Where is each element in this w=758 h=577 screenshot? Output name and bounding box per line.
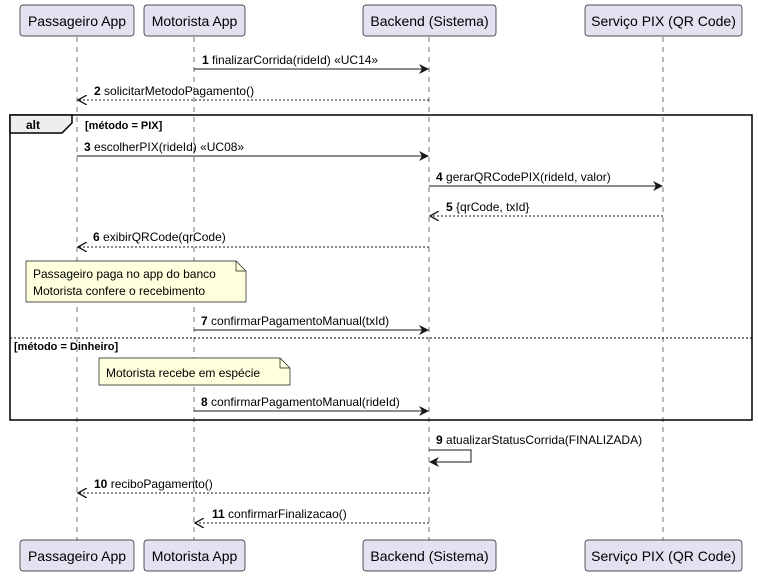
message-2: 2 solicitarMetodoPagamento() — [78, 84, 429, 100]
message-label: 10 reciboPagamento() — [94, 477, 213, 491]
guard-pix: [método = PIX] — [85, 120, 163, 132]
participant-servico-pix-top: Serviço PIX (QR Code) — [584, 4, 743, 37]
note-pix-payment: Passageiro paga no app do banco Motorist… — [25, 260, 247, 303]
message-label: 9 atualizarStatusCorrida(FINALIZADA) — [436, 433, 642, 447]
message-6: 6 exibirQRCode(qrCode) — [78, 230, 429, 247]
message-label: 2 solicitarMetodoPagamento() — [94, 84, 254, 98]
note-line: Motorista confere o recebimento — [33, 284, 205, 298]
participant-label: Backend (Sistema) — [370, 548, 488, 564]
message-10: 10 reciboPagamento() — [78, 477, 429, 493]
message-3: 3 escolherPIX(rideId) «UC08» — [77, 140, 429, 161]
message-1: 1 finalizarCorrida(rideId) «UC14» — [194, 53, 429, 74]
participant-servico-pix-bottom: Serviço PIX (QR Code) — [584, 539, 743, 572]
message-label: 7 confirmarPagamentoManual(txId) — [201, 314, 389, 328]
message-9: 9 atualizarStatusCorrida(FINALIZADA) — [429, 433, 642, 467]
fragment-label: alt — [26, 118, 40, 132]
participant-motorista-app-top: Motorista App — [143, 4, 246, 37]
message-label: 5 {qrCode, txId} — [446, 200, 529, 214]
message-label: 4 gerarQRCodePIX(rideId, valor) — [436, 170, 611, 184]
participant-backend-bottom: Backend (Sistema) — [362, 539, 497, 572]
message-7: 7 confirmarPagamentoManual(txId) — [194, 314, 429, 335]
note-cash-payment: Motorista recebe em espécie — [98, 357, 291, 386]
message-11: 11 confirmarFinalizacao() — [195, 507, 429, 523]
participant-label: Motorista App — [152, 13, 238, 29]
participant-label: Passageiro App — [28, 548, 126, 564]
participant-label: Serviço PIX (QR Code) — [591, 548, 736, 564]
message-5: 5 {qrCode, txId} — [430, 200, 663, 216]
message-label: 1 finalizarCorrida(rideId) «UC14» — [202, 53, 378, 67]
message-arrow — [429, 449, 472, 467]
participant-passageiro-app-bottom: Passageiro App — [19, 539, 135, 572]
participant-motorista-app-bottom: Motorista App — [143, 539, 246, 572]
participant-backend-top: Backend (Sistema) — [362, 4, 497, 37]
message-label: 11 confirmarFinalizacao() — [212, 507, 347, 521]
message-8: 8 confirmarPagamentoManual(rideId) — [194, 395, 429, 416]
participant-label: Backend (Sistema) — [370, 13, 488, 29]
message-label: 3 escolherPIX(rideId) «UC08» — [84, 140, 244, 154]
alt-fragment: alt [método = PIX] [método = Dinheiro] — [9, 114, 753, 421]
participant-label: Passageiro App — [28, 13, 126, 29]
message-4: 4 gerarQRCodePIX(rideId, valor) — [429, 170, 663, 191]
participant-passageiro-app-top: Passageiro App — [19, 4, 135, 37]
guard-dinheiro: [método = Dinheiro] — [14, 341, 119, 353]
message-label: 6 exibirQRCode(qrCode) — [93, 230, 226, 244]
message-label: 8 confirmarPagamentoManual(rideId) — [201, 395, 400, 409]
note-line: Motorista recebe em espécie — [106, 366, 260, 380]
participant-label: Serviço PIX (QR Code) — [591, 13, 736, 29]
note-line: Passageiro paga no app do banco — [33, 267, 216, 281]
participant-label: Motorista App — [152, 548, 238, 564]
